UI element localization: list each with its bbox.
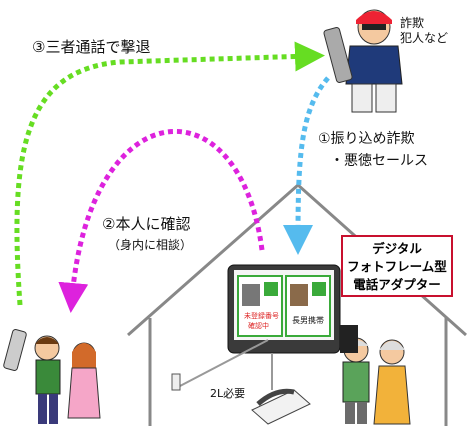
step1-arrow [283, 76, 330, 255]
photo-frame-device [227, 264, 358, 354]
line-note-label: 2L必要 [210, 387, 246, 400]
wall-jack-icon [171, 373, 181, 391]
telephone-icon [251, 388, 311, 425]
screen-left-caption-2: 確認中 [248, 321, 269, 330]
screen-right-caption: 長男携帯 [292, 315, 324, 325]
product-name-line2: フォトフレーム型 [347, 259, 447, 274]
suspect-label: 詐欺 犯人など [400, 16, 448, 46]
family-phone-icon [3, 329, 27, 371]
step3-label: ③三者通話で撃退 [32, 38, 151, 56]
cables [179, 339, 273, 390]
suspect-label-line1: 詐欺 [400, 16, 425, 30]
step1-label: ①振り込め詐欺 [318, 131, 415, 147]
suspect-label-line2: 犯人など [400, 31, 449, 45]
step1-sub-label: ・悪徳セールス [330, 153, 428, 169]
suspect-figure [345, 9, 403, 113]
product-name-box: デジタル フォトフレーム型 電話アダプター [341, 235, 453, 297]
product-name-line1: デジタル [372, 241, 422, 256]
family-figure [34, 335, 101, 424]
step3-arrow [14, 41, 325, 306]
screen-left-caption-1: 未登録番号 [244, 311, 279, 320]
product-name-line3: 電話アダプター [353, 277, 441, 292]
step2-sub-label: （身内に相談） [108, 238, 193, 252]
suspect-phone-icon [323, 27, 353, 83]
step2-label: ②本人に確認 [102, 215, 191, 233]
